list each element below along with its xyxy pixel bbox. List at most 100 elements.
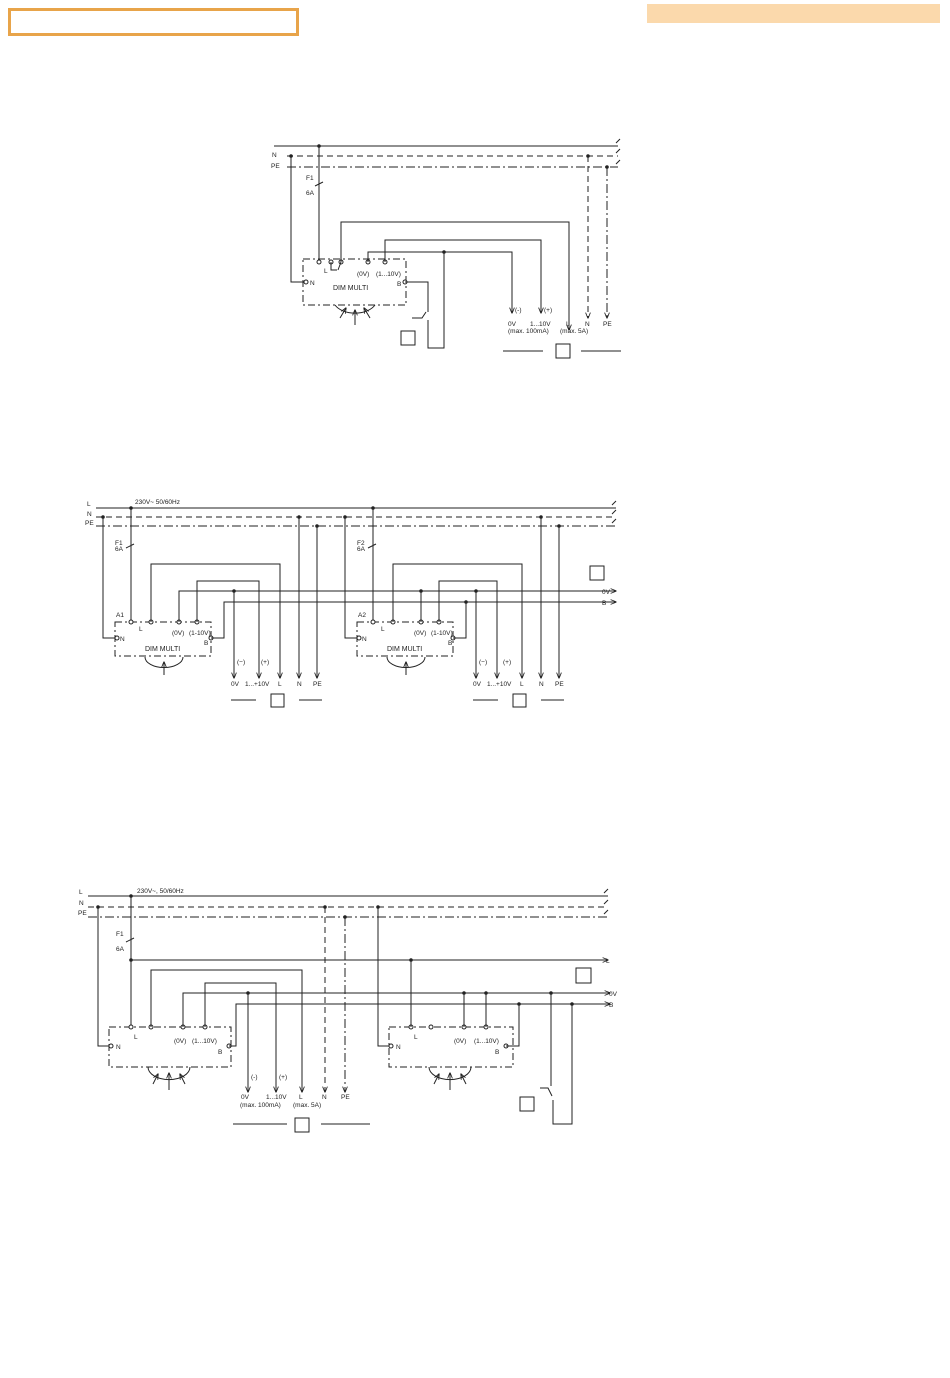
terminal-b-label: B	[495, 1049, 499, 1056]
wiring-diagram-1: N PE F1 6A N DIM MULTI L (0V) (1...10V) …	[271, 138, 621, 359]
terminal-l-label: L	[134, 1034, 138, 1041]
out-1-10v-label: 1...+10V	[487, 681, 512, 688]
out-0v-label: 0V	[508, 321, 517, 328]
header-color-band	[647, 4, 940, 23]
fuse-f1-label: F1	[306, 175, 314, 182]
device-name-a1: DIM MULTI	[145, 646, 180, 653]
ctrl-1-10v-label: (1...10V)	[192, 1038, 217, 1045]
ctrl-1-10v-label: (1...10V)	[474, 1038, 499, 1045]
out-minus-label: (-)	[251, 1074, 258, 1081]
out-l-label: L	[520, 681, 524, 688]
out-minus-label: (−)	[479, 659, 487, 666]
device-box-right	[388, 1026, 514, 1068]
out-minus-label: (-)	[515, 307, 522, 314]
out-n-label: N	[539, 681, 544, 688]
device-name-a2: DIM MULTI	[387, 646, 422, 653]
out-pe-label: PE	[341, 1094, 350, 1101]
marker-box	[294, 1117, 310, 1133]
label-pe: PE	[78, 910, 87, 917]
bus-0v-label: 0V	[609, 991, 618, 998]
terminal-l-label: L	[381, 626, 385, 633]
out-l-label: L	[566, 321, 570, 328]
out-l-label: L	[299, 1094, 303, 1101]
marker-box	[519, 1096, 535, 1112]
out-1-10v-label: 1...+10V	[245, 681, 270, 688]
out-max-ma-label: (max. 100mA)	[508, 328, 549, 335]
bus-b-label: B	[602, 600, 606, 607]
label-l: L	[79, 889, 83, 896]
terminal-l-label: L	[324, 268, 328, 275]
out-plus-label: (+)	[279, 1074, 287, 1081]
fuse-f2-label: F2	[357, 540, 365, 547]
bus-b-label: B	[609, 1002, 613, 1009]
label-pe: PE	[85, 520, 94, 527]
wiring-diagram-3: L N PE 230V~, 50/60Hz F1 6A N L (0V) (1.…	[78, 888, 618, 1133]
fuse-f1-rating: 6A	[115, 546, 124, 553]
fuse-f1-rating: 6A	[306, 190, 315, 197]
header-outline-box	[8, 8, 299, 36]
out-1-10v-label: 1...10V	[266, 1094, 287, 1101]
terminal-l-label: L	[139, 626, 143, 633]
marker-box	[575, 967, 592, 984]
label-pe: PE	[271, 163, 280, 170]
terminal-b-label: B	[204, 640, 208, 647]
marker-box	[589, 565, 605, 581]
fuse-symbol	[314, 181, 324, 187]
unit-a2-label: A2	[358, 612, 366, 619]
out-0v-label: 0V	[473, 681, 482, 688]
terminal-b-label: B	[397, 281, 401, 288]
label-n: N	[272, 152, 277, 159]
out-n-label: N	[585, 321, 590, 328]
ctrl-1-10v-label: (1-10V)	[189, 630, 211, 637]
supply-label: 230V~, 50/60Hz	[137, 888, 184, 895]
marker-box	[512, 693, 527, 708]
out-max-a-label: (max. 5A)	[293, 1102, 321, 1109]
marker-box	[400, 330, 416, 346]
terminal-b-label: B	[448, 640, 452, 647]
terminal-n-label: N	[362, 636, 367, 643]
out-max-ma-label: (max. 100mA)	[240, 1102, 281, 1109]
out-0v-label: 0V	[241, 1094, 250, 1101]
wiring-diagram-2: L N PE 230V~ 50/60Hz F1 6A A1 N DIM MULT…	[85, 499, 616, 708]
out-pe-label: PE	[555, 681, 564, 688]
terminal-n-label: N	[396, 1044, 401, 1051]
out-n-label: N	[297, 681, 302, 688]
terminal-b-label: B	[218, 1049, 222, 1056]
out-0v-label: 0V	[231, 681, 240, 688]
fuse-f2-rating: 6A	[357, 546, 366, 553]
label-n: N	[79, 900, 84, 907]
ctrl-0v-label: (0V)	[414, 630, 426, 637]
out-l-label: L	[278, 681, 282, 688]
out-plus-label: (+)	[544, 307, 552, 314]
out-pe-label: PE	[313, 681, 322, 688]
ctrl-0v-label: (0V)	[454, 1038, 466, 1045]
pushbutton-switch	[412, 311, 427, 319]
fuse-f1-label: F1	[116, 931, 124, 938]
ctrl-1-10v-label: (1-10V)	[431, 630, 453, 637]
marker-box	[555, 343, 571, 359]
out-plus-label: (+)	[503, 659, 511, 666]
fuse-f1-label: F1	[115, 540, 123, 547]
device-name: DIM MULTI	[333, 285, 368, 292]
out-minus-label: (−)	[237, 659, 245, 666]
ctrl-0v-label: (0V)	[174, 1038, 186, 1045]
marker-box	[270, 693, 285, 708]
terminal-n-label: N	[116, 1044, 121, 1051]
supply-label: 230V~ 50/60Hz	[135, 499, 180, 506]
label-l: L	[87, 501, 91, 508]
ctrl-1-10v-label: (1...10V)	[376, 271, 401, 278]
out-plus-label: (+)	[261, 659, 269, 666]
bus-l-label: L	[606, 958, 610, 965]
dim-multi-box	[302, 258, 407, 306]
out-pe-label: PE	[603, 321, 612, 328]
terminal-n-label: N	[310, 280, 315, 287]
label-n: N	[87, 511, 92, 518]
out-max-a-label: (max. 5A)	[560, 328, 588, 335]
unit-a1-label: A1	[116, 612, 124, 619]
device-box-left	[108, 1026, 232, 1068]
terminal-n-label: N	[120, 636, 125, 643]
terminal-l-label: L	[414, 1034, 418, 1041]
fuse-f1-rating: 6A	[116, 946, 125, 953]
bus-0v-label: 0V	[602, 589, 611, 596]
